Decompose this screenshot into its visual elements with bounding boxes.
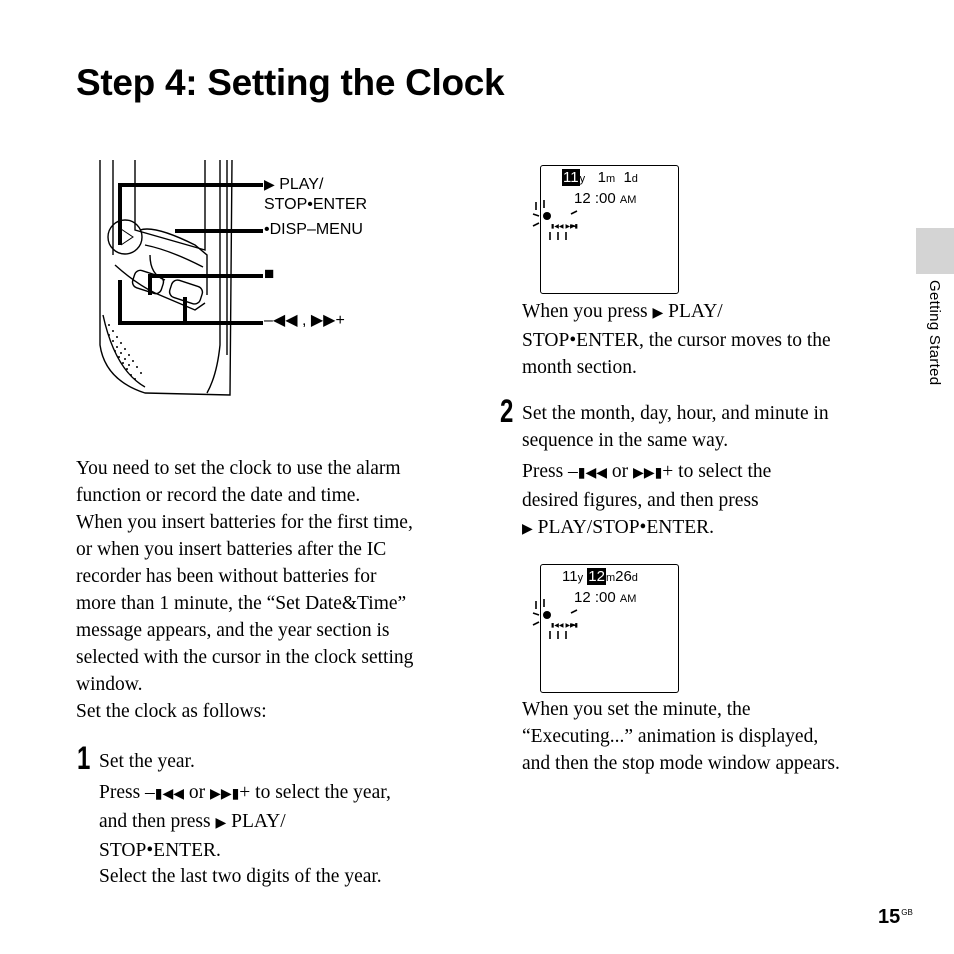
step1-note: Select the last two digits of the year. bbox=[99, 866, 382, 887]
section-tab bbox=[916, 228, 954, 274]
cursor-blink-icon: ▮◀◀ ▶▶▮ bbox=[532, 599, 578, 639]
svg-text:▮◀◀ ▶▶▮: ▮◀◀ ▶▶▮ bbox=[551, 223, 578, 230]
callout-stop-button: ■ bbox=[264, 264, 275, 283]
svg-text:▮◀◀ ▶▶▮: ▮◀◀ ▶▶▮ bbox=[551, 622, 578, 629]
ic-recorder-illustration bbox=[99, 159, 263, 396]
clock-display-month: 11y 12m26d 12 :00 AM ▮◀◀ ▶▶▮ bbox=[532, 564, 679, 693]
page-number: 15GB bbox=[878, 906, 913, 928]
section-label: Getting Started bbox=[926, 280, 943, 386]
cursor-move-explanation: When you press ▶ PLAY/ STOP•ENTER, the c… bbox=[522, 301, 831, 378]
completion-explanation: When you set the minute, the “Executing.… bbox=[522, 699, 840, 774]
cursor-blink-icon: ▮◀◀ ▶▶▮ bbox=[532, 200, 578, 240]
year-selected: 11 bbox=[562, 169, 580, 186]
next-icon: ▶▶▮ bbox=[633, 465, 663, 481]
step1-instructions: Press –▮◀◀ or ▶▶▮+ to select the year, a… bbox=[99, 782, 391, 861]
play-icon: ▶ bbox=[522, 521, 533, 537]
callout-disp-menu: •DISP–MENU bbox=[264, 221, 363, 238]
previous-icon: ▮◀◀ bbox=[577, 465, 608, 481]
play-icon: ▶ bbox=[264, 177, 275, 193]
month-selected: 12 bbox=[587, 568, 606, 585]
clock-display-year: 11y 1m 1d 12 :00 AM ▮◀◀ ▶▶▮ bbox=[532, 165, 679, 294]
page-title: Step 4: Setting the Clock bbox=[76, 62, 505, 103]
previous-icon: ▮◀◀ bbox=[154, 786, 185, 802]
intro-paragraph: You need to set the clock to use the ala… bbox=[76, 458, 414, 722]
step2-instructions: Press –▮◀◀ or ▶▶▮+ to select the desired… bbox=[522, 461, 772, 538]
play-icon: ▶ bbox=[652, 305, 664, 321]
step-number-2: 2 bbox=[500, 393, 514, 429]
step2-heading: Set the month, day, hour, and minute in … bbox=[522, 403, 829, 451]
callout-skip-buttons: –◀◀ , ▶▶+ bbox=[264, 312, 345, 329]
step1-heading: Set the year. bbox=[99, 751, 195, 772]
play-icon: ▶ bbox=[215, 815, 227, 831]
step-number-1: 1 bbox=[77, 740, 91, 776]
next-icon: ▶▶▮ bbox=[210, 786, 240, 802]
callout-play-stop-enter: ▶ PLAY/ STOP•ENTER bbox=[264, 176, 368, 213]
